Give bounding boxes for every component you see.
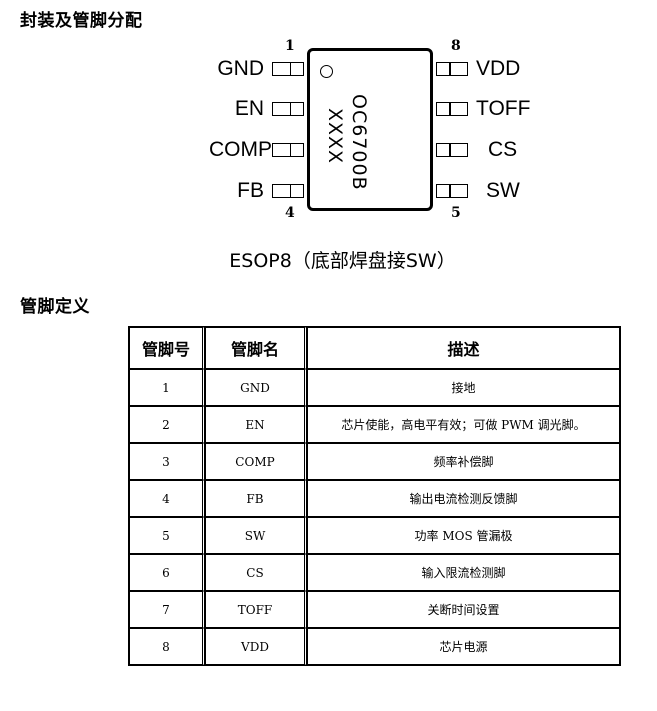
cell-pin-number: 8 — [129, 628, 205, 665]
pin-label-vdd: VDD — [476, 57, 521, 80]
cell-pin-number: 6 — [129, 554, 205, 591]
table-row: 6 CS 输入限流检测脚 — [129, 554, 620, 591]
pin-lead-en — [272, 102, 304, 116]
chip-model-text: OC6700B — [348, 94, 370, 191]
pin-label-comp: COMP — [209, 138, 272, 161]
cell-pin-name: EN — [205, 406, 307, 443]
pin-lead-vdd — [436, 62, 468, 76]
cell-pin-name: COMP — [205, 443, 307, 480]
package-caption-text: ESOP8（底部焊盘接SW） — [229, 250, 456, 272]
pin-number-8: 8 — [451, 38, 461, 54]
section-title-pin-definition: 管脚定义 — [20, 297, 90, 317]
pin-lead-cs — [436, 143, 468, 157]
pin-lead-comp — [272, 143, 304, 157]
pin-lead-toff — [436, 102, 468, 116]
header-description: 描述 — [307, 327, 620, 369]
table-row: 3 COMP 频率补偿脚 — [129, 443, 620, 480]
pin-label-sw: SW — [486, 179, 520, 202]
pin-lead-sw — [436, 184, 468, 198]
pin-definition-table: 管脚号 管脚名 描述 1 GND 接地 2 EN 芯片使能，高电平有效；可做 P… — [128, 326, 621, 666]
pin1-marker-icon — [320, 65, 333, 78]
pin-label-fb: FB — [237, 179, 264, 202]
cell-pin-number: 3 — [129, 443, 205, 480]
table-row: 5 SW 功率 MOS 管漏极 — [129, 517, 620, 554]
cell-pin-name: GND — [205, 369, 307, 406]
table-row: 7 TOFF 关断时间设置 — [129, 591, 620, 628]
pin-label-gnd: GND — [217, 57, 264, 80]
cell-pin-name: CS — [205, 554, 307, 591]
cell-pin-name: SW — [205, 517, 307, 554]
cell-description: 功率 MOS 管漏极 — [307, 517, 620, 554]
cell-description: 频率补偿脚 — [307, 443, 620, 480]
cell-pin-number: 4 — [129, 480, 205, 517]
cell-description: 芯片使能，高电平有效；可做 PWM 调光脚。 — [307, 406, 620, 443]
table-row: 4 FB 输出电流检测反馈脚 — [129, 480, 620, 517]
cell-pin-name: FB — [205, 480, 307, 517]
table-header-row: 管脚号 管脚名 描述 — [129, 327, 620, 369]
cell-description: 接地 — [307, 369, 620, 406]
pin-label-toff: TOFF — [476, 97, 531, 120]
cell-pin-name: TOFF — [205, 591, 307, 628]
header-pin-number: 管脚号 — [129, 327, 205, 369]
table-row: 1 GND 接地 — [129, 369, 620, 406]
table-row: 8 VDD 芯片电源 — [129, 628, 620, 665]
chip-body: OC6700B XXXX — [307, 48, 433, 211]
cell-description: 关断时间设置 — [307, 591, 620, 628]
chip-marking-text: XXXX — [324, 108, 346, 165]
package-caption: ESOP8（底部焊盘接SW） — [0, 246, 657, 273]
pin-number-4: 4 — [285, 205, 295, 221]
cell-pin-number: 2 — [129, 406, 205, 443]
cell-description: 输入限流检测脚 — [307, 554, 620, 591]
pin-lead-gnd — [272, 62, 304, 76]
pin-number-5: 5 — [451, 205, 461, 221]
cell-pin-number: 7 — [129, 591, 205, 628]
cell-description: 输出电流检测反馈脚 — [307, 480, 620, 517]
pin-number-1: 1 — [285, 38, 295, 54]
cell-pin-number: 5 — [129, 517, 205, 554]
section-title-package: 封装及管脚分配 — [20, 11, 143, 31]
table-row: 2 EN 芯片使能，高电平有效；可做 PWM 调光脚。 — [129, 406, 620, 443]
pin-lead-fb — [272, 184, 304, 198]
header-pin-name: 管脚名 — [205, 327, 307, 369]
pin-label-cs: CS — [488, 138, 518, 161]
cell-pin-number: 1 — [129, 369, 205, 406]
cell-pin-name: VDD — [205, 628, 307, 665]
cell-description: 芯片电源 — [307, 628, 620, 665]
pin-label-en: EN — [234, 97, 264, 120]
